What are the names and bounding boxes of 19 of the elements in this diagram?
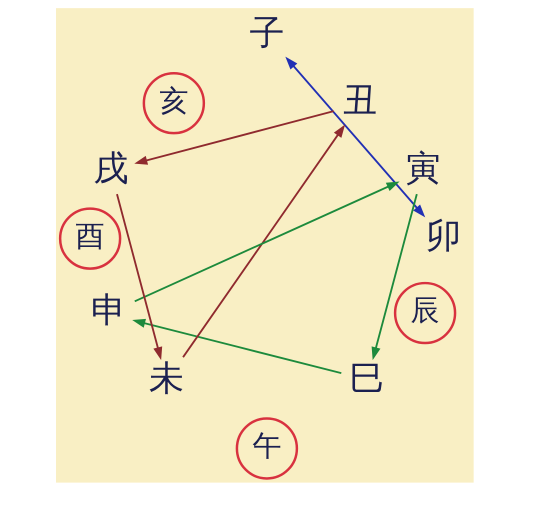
arrow xyxy=(134,182,400,302)
node-text: 未 xyxy=(149,358,184,399)
node-circle: 辰 xyxy=(394,282,456,344)
node-text: 戌 xyxy=(93,148,128,189)
arrow xyxy=(182,124,346,358)
node-text: 丑 xyxy=(342,80,378,122)
node-circle: 亥 xyxy=(142,72,206,134)
arrow xyxy=(285,56,426,218)
node-circle: 酉 xyxy=(58,207,122,270)
node-text: 巳 xyxy=(350,358,385,399)
node-circle: 午 xyxy=(236,417,298,480)
node-text: 寅 xyxy=(406,148,441,189)
arrow xyxy=(116,194,162,360)
arrow xyxy=(132,318,342,374)
node-text: 子 xyxy=(249,12,284,54)
node-text: 卯 xyxy=(426,216,462,257)
arrow xyxy=(134,110,334,165)
node-text: 申 xyxy=(91,290,126,332)
arrow xyxy=(372,194,418,360)
